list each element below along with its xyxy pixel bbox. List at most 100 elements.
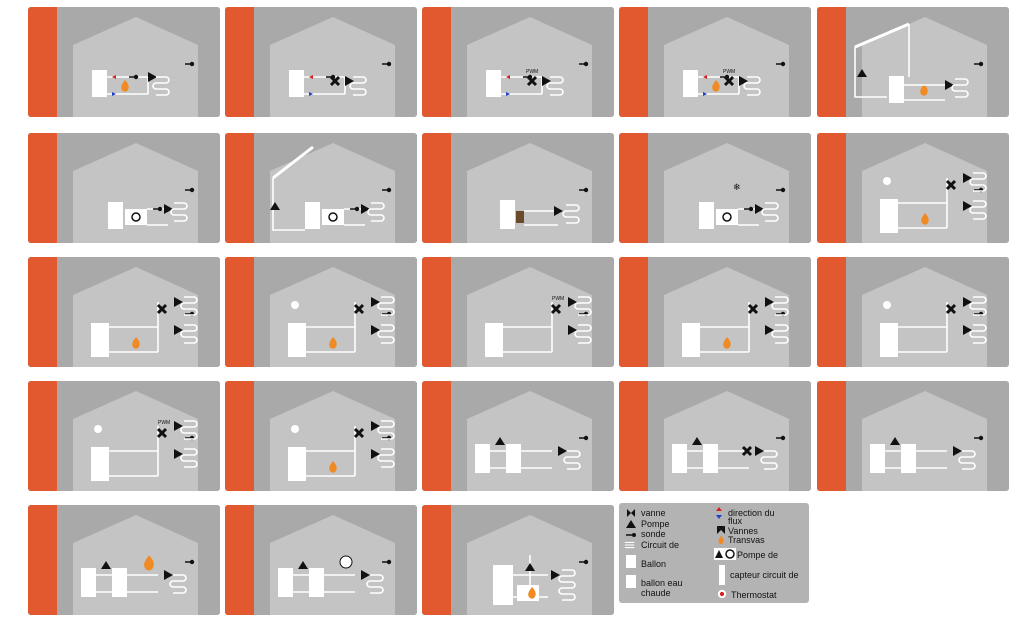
- heat-pump-icon: [714, 548, 736, 560]
- pump-icon: [495, 437, 505, 445]
- tile-diagram: [619, 257, 811, 367]
- system-diagram-tile[interactable]: ❄: [619, 133, 811, 243]
- heating-circuit: [969, 200, 987, 220]
- valve-icon: [627, 509, 635, 517]
- accent-stripe: [619, 133, 648, 243]
- sensor-icon: [978, 435, 984, 441]
- legend-capteur: capteur circuit de: [730, 570, 799, 580]
- collector-icon: [719, 565, 725, 585]
- system-diagram-tile[interactable]: PWM: [422, 7, 614, 117]
- pump-icon: [963, 201, 972, 211]
- thermostat-icon: [717, 589, 727, 599]
- tile-diagram: [422, 133, 614, 243]
- sensor-icon: [386, 187, 392, 193]
- tank: [475, 444, 490, 473]
- system-diagram-tile[interactable]: [619, 257, 811, 367]
- pump-icon: [945, 80, 954, 90]
- pump-icon: [345, 76, 354, 86]
- house-silhouette: [73, 515, 198, 615]
- pipe: [306, 302, 356, 353]
- system-diagram-tile[interactable]: [619, 381, 811, 491]
- pump-icon: [164, 204, 173, 214]
- heating-circuit: [180, 324, 198, 344]
- tile-diagram: [225, 257, 417, 367]
- system-diagram-tile[interactable]: [28, 133, 220, 243]
- sensor-icon: [583, 435, 589, 441]
- flow-arrow-cold: [309, 92, 313, 96]
- system-diagram-tile[interactable]: PWM: [619, 7, 811, 117]
- heating-circuit: [377, 296, 395, 316]
- system-diagram-tile[interactable]: [422, 381, 614, 491]
- tank: [880, 199, 898, 233]
- heating-circuit: [969, 296, 987, 316]
- system-diagram-tile[interactable]: [225, 257, 417, 367]
- storage-unit: [516, 211, 524, 223]
- flow-arrow-hot: [112, 75, 116, 79]
- heating-circuit: [377, 324, 395, 344]
- pipe: [898, 302, 948, 353]
- system-diagram-tile[interactable]: [28, 505, 220, 615]
- accent-stripe: [817, 133, 846, 243]
- shower-icon: [883, 301, 891, 309]
- heating-circuit: [366, 574, 384, 594]
- pump-icon: [765, 325, 774, 335]
- legend-thermostat: Thermostat: [731, 590, 777, 600]
- system-diagram-tile[interactable]: [817, 381, 1009, 491]
- flame-icon: [718, 535, 724, 544]
- pipe: [503, 302, 553, 353]
- tank: [703, 444, 718, 473]
- system-diagram-tile[interactable]: PWM: [422, 257, 614, 367]
- system-diagram-tile[interactable]: [225, 133, 417, 243]
- system-diagram-tile[interactable]: [817, 133, 1009, 243]
- system-diagram-tile[interactable]: [225, 381, 417, 491]
- heating-circuit: [563, 450, 581, 470]
- solar-collector: [854, 22, 910, 49]
- accent-stripe: [619, 381, 648, 491]
- pump-icon: [568, 325, 577, 335]
- system-diagram-tile[interactable]: [817, 257, 1009, 367]
- accent-stripe: [422, 505, 451, 615]
- accent-stripe: [225, 7, 254, 117]
- pipe: [306, 426, 356, 477]
- legend: vanne Pompe sonde Circuit de Ballon ball…: [619, 503, 809, 603]
- system-diagram-tile[interactable]: [28, 257, 220, 367]
- accent-stripe: [817, 7, 846, 117]
- flame-icon: [921, 213, 929, 225]
- sensor-icon: [780, 187, 786, 193]
- sensor-icon: [133, 74, 139, 80]
- flame-icon: [712, 80, 720, 92]
- tile-diagram: [225, 133, 417, 243]
- heating-circuit: [743, 76, 761, 96]
- system-diagram-tile[interactable]: [28, 7, 220, 117]
- pump-icon: [174, 297, 183, 307]
- sensor-icon: [748, 206, 754, 212]
- heating-circuit: [377, 420, 395, 440]
- system-diagram-tile[interactable]: [817, 7, 1009, 117]
- pump-icon: [953, 446, 962, 456]
- pump-icon: [568, 297, 577, 307]
- tile-diagram: [817, 133, 1009, 243]
- pump-icon: [739, 76, 748, 86]
- system-diagram-tile[interactable]: [422, 505, 614, 615]
- heating-circuit: [349, 76, 367, 96]
- pump-icon: [963, 297, 972, 307]
- system-diagram-tile[interactable]: PWM: [28, 381, 220, 491]
- system-diagram-tile[interactable]: [225, 7, 417, 117]
- house-silhouette: [73, 143, 198, 243]
- accent-stripe: [28, 381, 57, 491]
- system-diagram-tile[interactable]: [225, 505, 417, 615]
- heating-circuit: [969, 324, 987, 344]
- tile-diagram: PWM: [28, 381, 220, 491]
- sensor-icon: [157, 206, 163, 212]
- system-diagram-tile[interactable]: [422, 133, 614, 243]
- frost-icon: ❄: [733, 182, 741, 192]
- mixing-valve-icon: [156, 303, 168, 315]
- tank: [870, 444, 885, 473]
- tank: [91, 323, 109, 357]
- flow-arrow-hot: [703, 75, 707, 79]
- sensor-icon: [386, 61, 392, 67]
- tile-diagram: [619, 381, 811, 491]
- shower-icon: [94, 425, 102, 433]
- heating-circuit: [760, 450, 778, 470]
- pump-icon: [626, 520, 636, 528]
